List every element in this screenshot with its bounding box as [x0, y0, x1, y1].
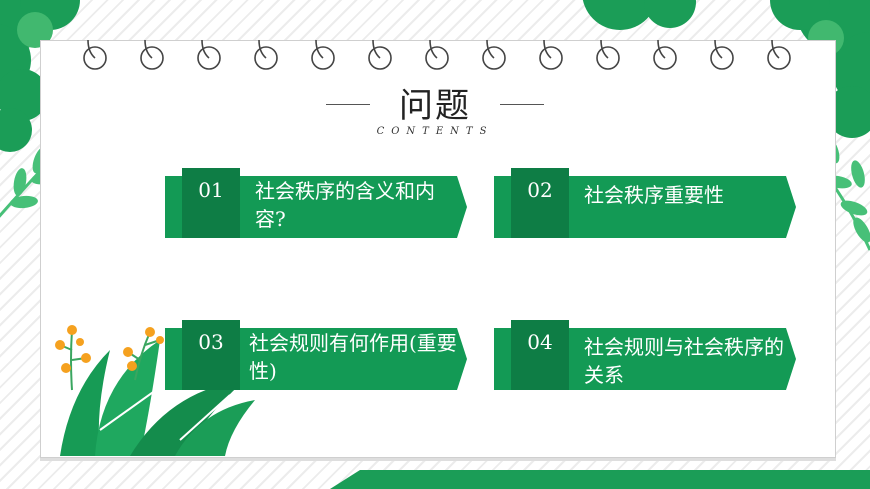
- binder-ring-icon: [140, 39, 164, 70]
- page-title: 问题: [399, 86, 471, 126]
- contents-item-2[interactable]: 02 社会秩序重要性: [494, 168, 796, 238]
- binder-ring-icon: [197, 39, 221, 70]
- item-number: 04: [527, 330, 553, 354]
- binder-ring-icon: [482, 39, 506, 70]
- item-number: 03: [198, 330, 224, 354]
- item-number-box: 03: [182, 320, 240, 390]
- binder-ring-icon: [767, 39, 791, 70]
- item-number: 02: [527, 178, 553, 202]
- top-right-bush-icon: [582, 0, 870, 138]
- contents-item-3[interactable]: 03 社会规则有何作用(重要性): [165, 320, 467, 390]
- bottom-left-leaves-icon: [60, 340, 255, 456]
- item-text: 社会规则有何作用(重要性): [249, 331, 457, 383]
- contents-item-4[interactable]: 04 社会规则与社会秩序的关系: [494, 320, 796, 390]
- binder-ring-icon: [710, 39, 734, 70]
- page-subtitle: CONTENTS: [376, 126, 494, 137]
- title-rule-left: [326, 104, 370, 105]
- binder-ring-icon: [425, 39, 449, 70]
- item-number-box: 02: [511, 168, 569, 238]
- item-text: 社会规则与社会秩序的关系: [584, 335, 784, 387]
- binder-ring-icon: [254, 39, 278, 70]
- binder-ring-icon: [368, 39, 392, 70]
- item-text: 社会秩序的含义和内容?: [255, 179, 435, 231]
- binder-ring-icon: [311, 39, 335, 70]
- item-text: 社会秩序重要性: [584, 183, 724, 207]
- title-rule-right: [500, 104, 544, 105]
- orange-berries-icon: [55, 325, 164, 373]
- binder-ring-icon: [539, 39, 563, 70]
- binder-ring-icon: [596, 39, 620, 70]
- binder-ring-icon: [653, 39, 677, 70]
- top-left-bush-icon: [0, 0, 80, 152]
- item-number-box: 01: [182, 168, 240, 238]
- item-number-box: 04: [511, 320, 569, 390]
- binder-ring-icon: [83, 39, 107, 70]
- bottom-green-band: [330, 470, 870, 489]
- contents-item-1[interactable]: 01 社会秩序的含义和内容?: [165, 168, 467, 238]
- item-number: 01: [198, 178, 224, 202]
